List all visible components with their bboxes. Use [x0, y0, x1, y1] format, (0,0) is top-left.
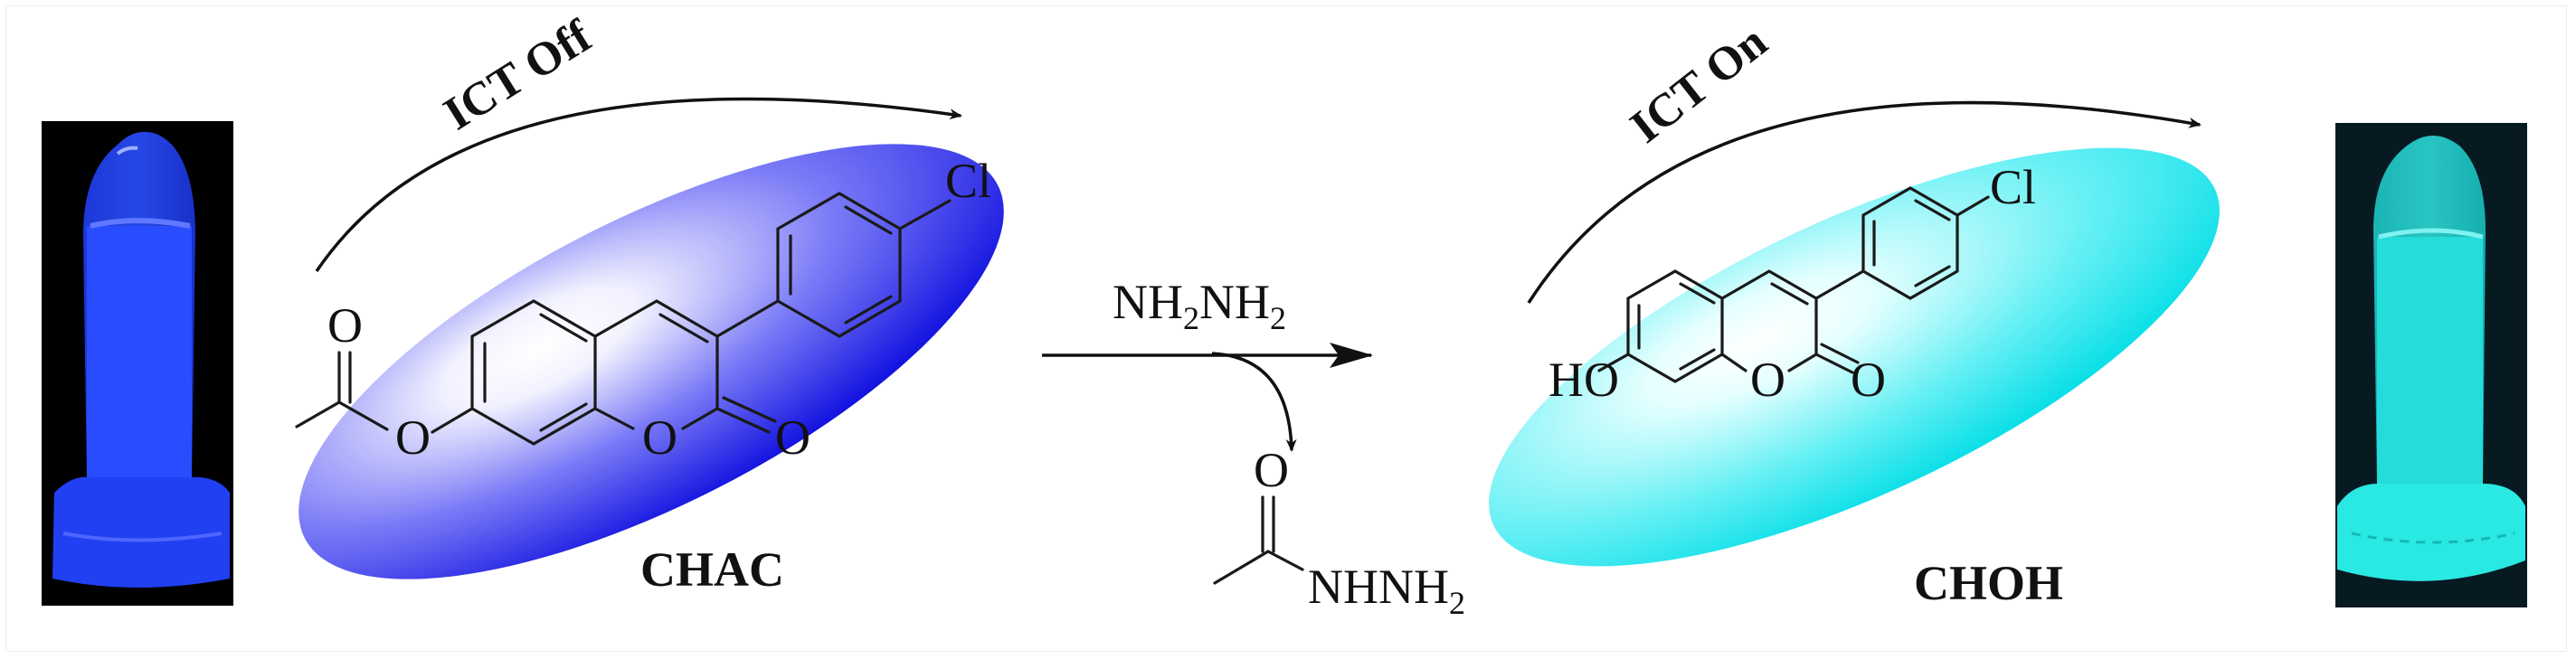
vial-photo-cyan: [2335, 123, 2527, 607]
atom-o: O: [642, 410, 677, 465]
figure-frame: [5, 5, 2567, 652]
vial-photo-blue: [42, 121, 233, 606]
chac-structure: O O O O Cl: [295, 154, 991, 465]
reagent-label: NH2NH2: [1113, 275, 1286, 336]
atom-o: O: [1851, 353, 1886, 407]
ict-off-arrow: [315, 97, 962, 272]
atom-cl: Cl: [1990, 160, 2036, 214]
atom-o: O: [1750, 353, 1785, 407]
atom-o: O: [775, 410, 810, 465]
ict-on-arrow: [1527, 100, 2202, 304]
ict-off-label: ICT Off: [435, 10, 601, 140]
byproduct-arrow: [1211, 352, 1297, 452]
atom-ho: HO: [1548, 353, 1619, 407]
atom-o: O: [395, 410, 431, 465]
choh-structure: HO O O Cl: [1548, 160, 2036, 407]
compound-label-chac: CHAC: [640, 542, 784, 597]
atom-o: O: [327, 298, 363, 353]
hydrazide-group: NHNH2: [1308, 560, 1465, 621]
chac-ellipse: [298, 144, 1004, 579]
choh-ellipse: [1489, 147, 2220, 567]
compound-label-choh: CHOH: [1914, 556, 2063, 610]
atom-o: O: [1254, 443, 1289, 497]
acetohydrazide-structure: O NHNH2: [1213, 443, 1465, 621]
atom-cl: Cl: [945, 154, 991, 208]
